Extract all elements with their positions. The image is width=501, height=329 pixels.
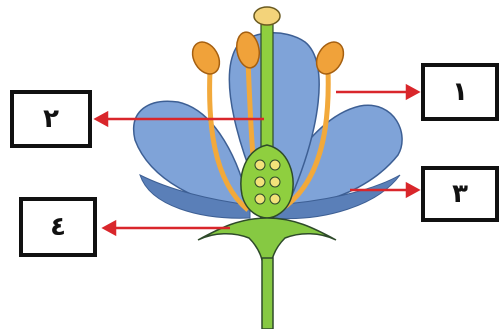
label-box-3: ٣	[421, 166, 499, 222]
label-box-4: ٤	[19, 197, 97, 257]
label-4-text: ٤	[50, 212, 66, 242]
receptacle-and-stem	[198, 218, 336, 329]
ovule-4	[270, 177, 280, 187]
ovule-1	[255, 160, 265, 170]
stem	[262, 258, 273, 329]
ovule-6	[270, 194, 280, 204]
label-box-2: ٢	[10, 90, 92, 148]
label-1-text: ١	[452, 77, 468, 107]
label-3-text: ٣	[452, 179, 468, 209]
ovule-5	[255, 194, 265, 204]
arrow-2-head	[96, 113, 107, 125]
ovule-2	[270, 160, 280, 170]
label-2-text: ٢	[43, 104, 59, 134]
ovule-3	[255, 177, 265, 187]
arrow-4-head	[104, 222, 115, 234]
label-box-1: ١	[421, 63, 499, 121]
anther-left	[187, 37, 225, 78]
sepals	[198, 218, 336, 260]
style	[261, 22, 273, 152]
stigma	[254, 7, 280, 25]
arrow-1-head	[407, 86, 418, 98]
ovary	[241, 145, 293, 218]
arrow-3-head	[407, 184, 418, 196]
